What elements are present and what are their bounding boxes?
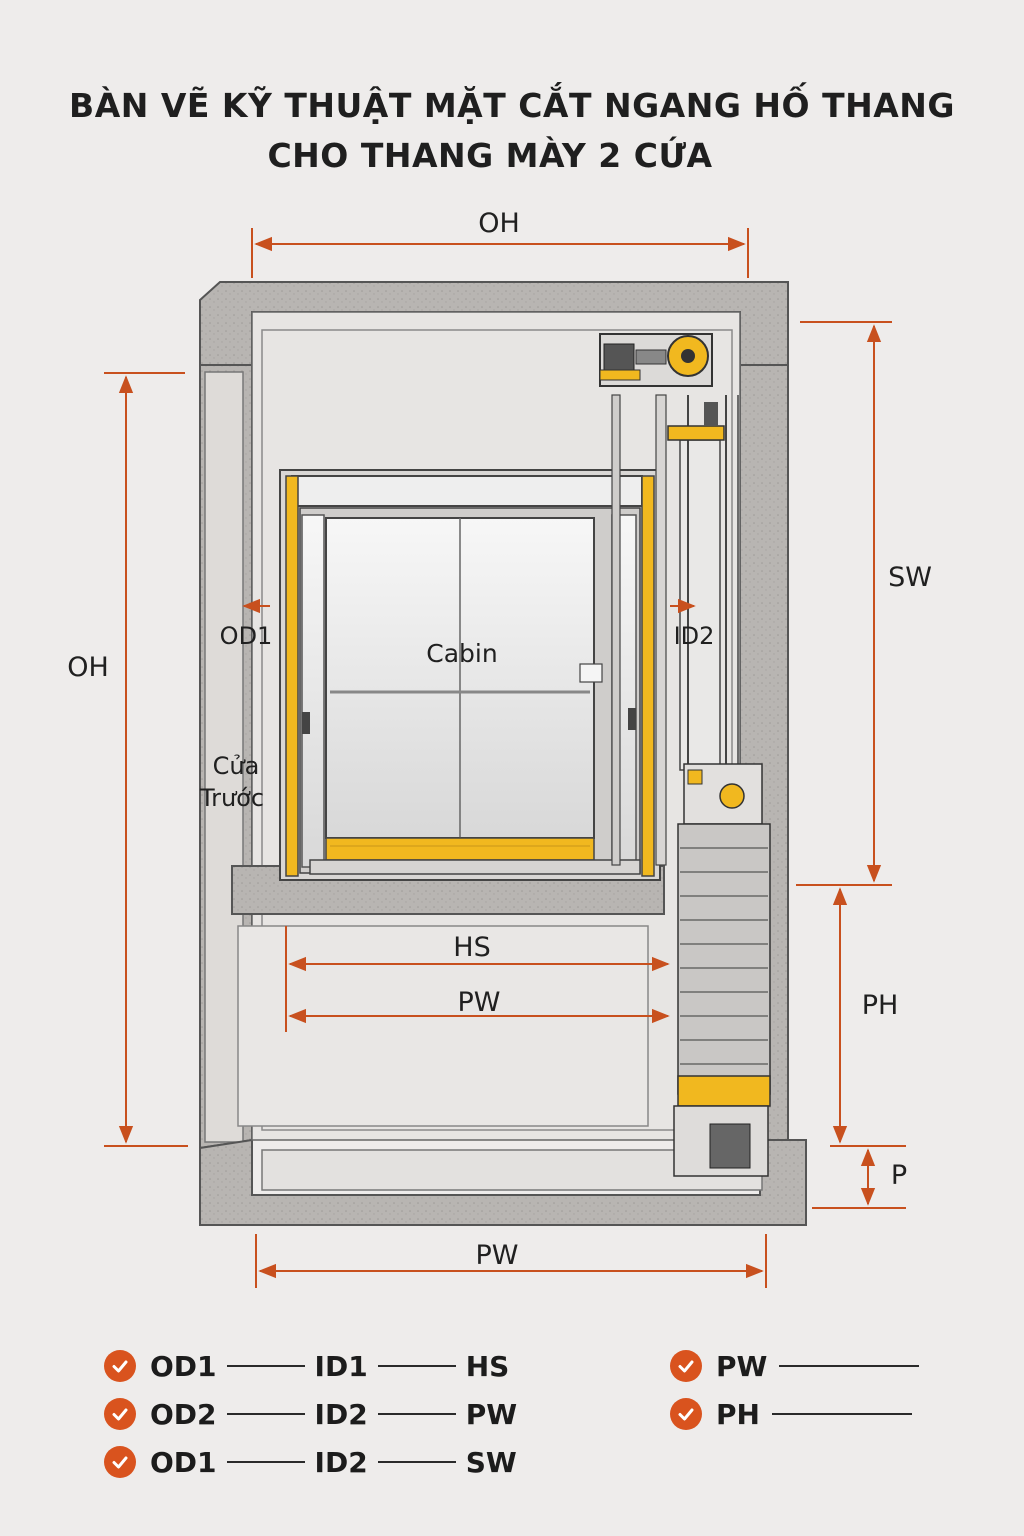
pw-inner-label: PW (458, 987, 501, 1018)
check-circle-icon (104, 1446, 136, 1478)
legend-item: OD1 (150, 1349, 217, 1383)
legend-dash (226, 1413, 305, 1415)
oh-left-label: OH (67, 652, 109, 683)
legend-dash (377, 1365, 456, 1367)
counterweight (673, 763, 771, 1177)
dimension-lines (104, 228, 906, 1288)
legend-item: OD2 (150, 1397, 217, 1431)
legend-item: SW (465, 1445, 517, 1479)
legend-dash (226, 1461, 305, 1463)
sw-label: SW (888, 562, 932, 593)
landing-slab (231, 865, 665, 1127)
legend-dash (771, 1413, 912, 1415)
legend-dash (779, 1365, 920, 1367)
legend-right-row-2: PH (670, 1394, 922, 1434)
title-line-1: BÀN VẼ KỸ THUẬT MẶT CẮT NGANG HỐ THANG (69, 86, 955, 125)
check-circle-icon (104, 1398, 136, 1430)
legend-item: PW (465, 1397, 518, 1431)
legend-row-1: OD1 ID1 HS (104, 1346, 509, 1386)
check-circle-icon (670, 1398, 702, 1430)
legend-dash (377, 1461, 456, 1463)
legend-dash (226, 1365, 305, 1367)
pw-bottom-label: PW (476, 1240, 519, 1271)
legend-item: OD1 (150, 1445, 217, 1479)
p-label: P (891, 1160, 907, 1191)
ph-label: PH (862, 990, 899, 1021)
cabin (309, 517, 641, 875)
legend-item: HS (465, 1349, 510, 1383)
front-door-label-1: Cửa (213, 752, 260, 780)
legend-item: PH (716, 1397, 760, 1431)
legend-item: ID2 (314, 1397, 368, 1431)
legend-dash (377, 1413, 456, 1415)
check-circle-icon (104, 1350, 136, 1382)
cabin-label: Cabin (426, 639, 497, 668)
oh-top-label: OH (478, 208, 520, 239)
legend-row-2: OD2 ID2 PW (104, 1394, 517, 1434)
front-door-label-2: Trước (199, 784, 264, 812)
od1-label: OD1 (220, 622, 273, 650)
legend-item: ID2 (314, 1445, 368, 1479)
id2-label: ID2 (674, 622, 715, 650)
hs-label: HS (453, 932, 490, 963)
legend-row-3: OD1 ID2 SW (104, 1442, 517, 1482)
check-circle-icon (670, 1350, 702, 1382)
title-line-2: CHO THANG MÀY 2 CỨA (267, 136, 713, 175)
legend-item: ID1 (314, 1349, 368, 1383)
legend-item: PW (716, 1349, 768, 1383)
legend-right-row-1: PW (670, 1346, 929, 1386)
hoist-machine (599, 333, 725, 441)
